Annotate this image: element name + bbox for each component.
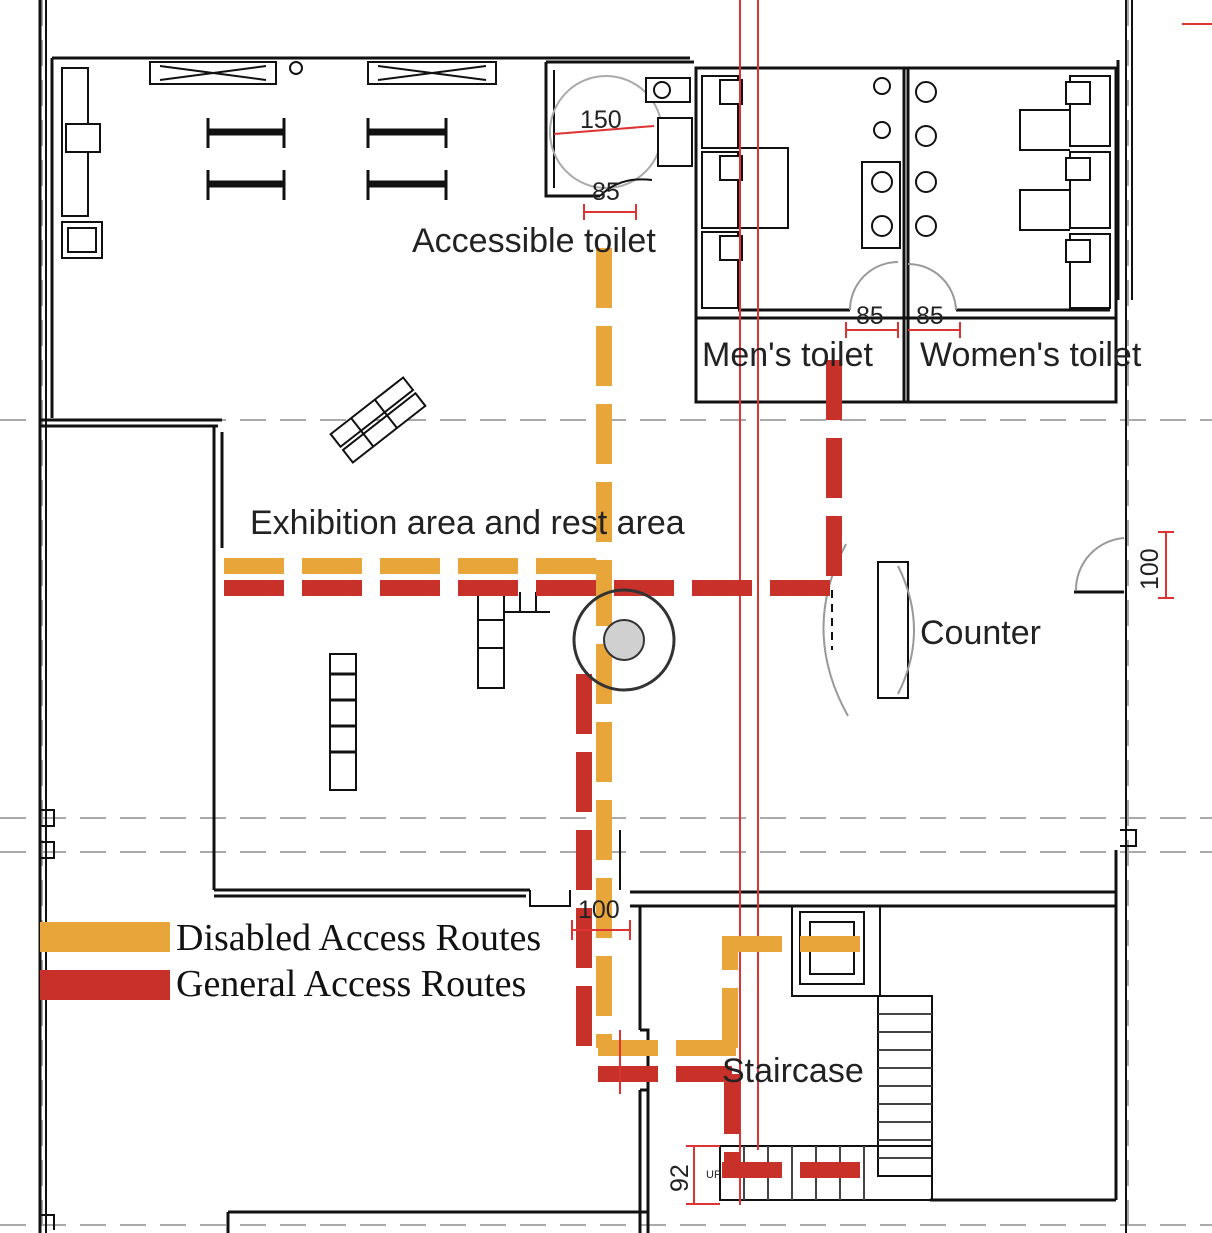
- label-mens-toilet: Men's toilet: [702, 336, 873, 374]
- label-exhibition-area: Exhibition area and rest area: [250, 504, 685, 542]
- legend-swatch-disabled: [40, 922, 170, 952]
- dimension-turning-circle: 150: [580, 106, 622, 134]
- legend: Disabled Access Routes General Access Ro…: [40, 917, 541, 1005]
- label-staircase: Staircase: [722, 1052, 864, 1090]
- legend-swatch-general: [40, 970, 170, 1000]
- stair-up-label: UP: [706, 1169, 721, 1181]
- dimension-womens-door: 85: [916, 302, 944, 330]
- toilet-block: [694, 66, 1118, 404]
- office-furniture: [61, 61, 497, 464]
- dimension-accessible-door: 85: [592, 178, 620, 206]
- section-lines: [739, 0, 1212, 1205]
- dimension-lines: [553, 125, 1174, 1205]
- cursor-marker: [572, 588, 676, 692]
- dimension-corridor-door: 100: [578, 896, 620, 924]
- general-access-route: [224, 360, 864, 1178]
- dimension-entrance-door: 100: [1136, 548, 1164, 590]
- dimension-mens-door: 85: [856, 302, 884, 330]
- label-accessible-toilet: Accessible toilet: [412, 222, 656, 260]
- dimension-stair-width: 92: [666, 1164, 694, 1192]
- legend-label-disabled: Disabled Access Routes: [176, 917, 541, 959]
- accessible-toilet-room: [544, 60, 694, 198]
- label-womens-toilet: Women's toilet: [920, 336, 1142, 374]
- label-counter: Counter: [920, 614, 1041, 652]
- exhibition-furniture: [329, 591, 550, 791]
- walls: [38, 0, 1137, 1233]
- legend-label-general: General Access Routes: [176, 963, 526, 1005]
